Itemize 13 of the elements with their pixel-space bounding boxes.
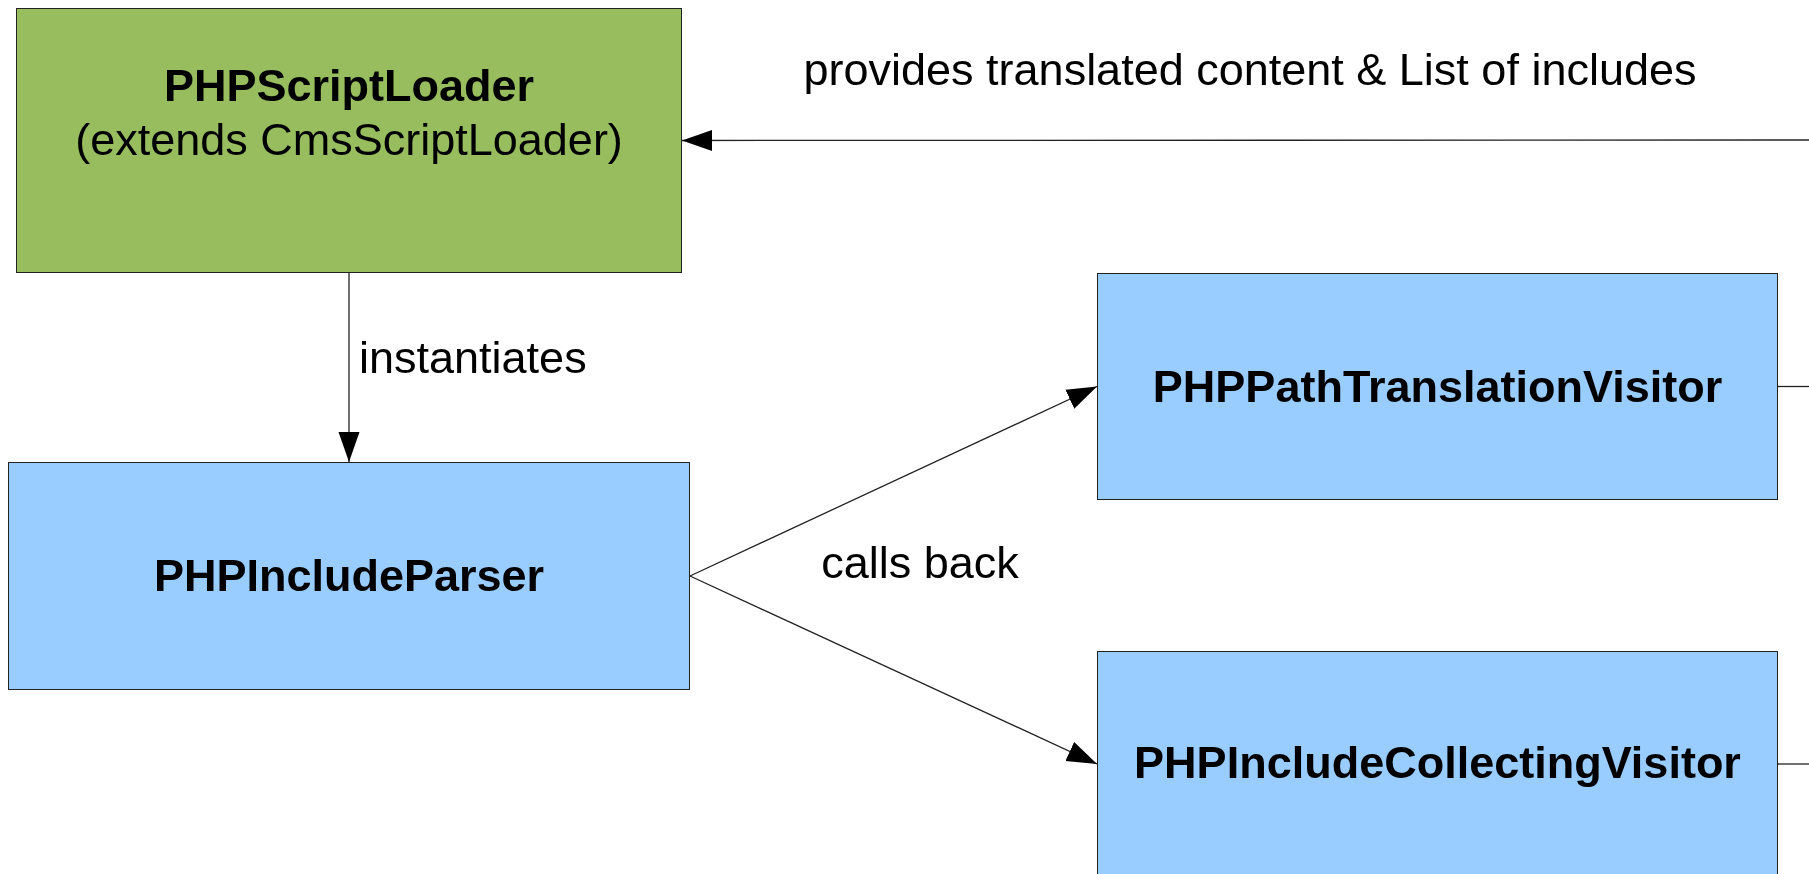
arrow — [338, 272, 360, 463]
class-box — [1097, 273, 1778, 500]
arrow — [689, 385, 1098, 577]
class-box — [1097, 651, 1778, 874]
class-box — [8, 462, 690, 690]
class-name: PHPPathTranslationVisitor — [1152, 359, 1723, 414]
class-box — [16, 8, 682, 273]
class-name: PHPScriptLoader — [163, 59, 535, 113]
arrow — [681, 130, 1809, 151]
class-note: (extends CmsScriptLoader) — [75, 113, 623, 167]
class-name: PHPIncludeParser — [153, 549, 545, 603]
class-name: PHPIncludeCollectingVisitor — [1134, 736, 1741, 790]
arrow — [689, 575, 1098, 765]
